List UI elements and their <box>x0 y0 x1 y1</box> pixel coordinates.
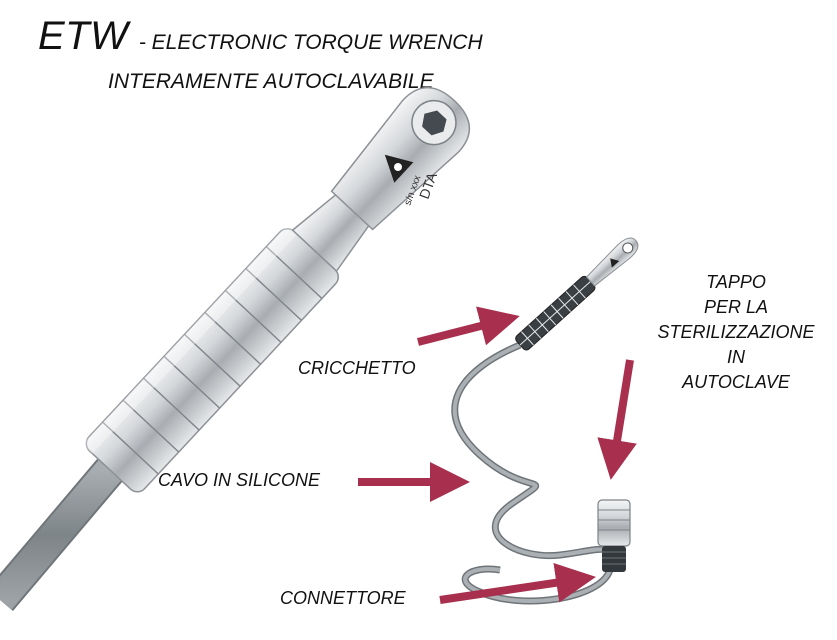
arrow-tappo <box>597 359 637 480</box>
large-cable <box>0 459 123 611</box>
small-cable <box>451 341 616 605</box>
label-cricchetto: CRICCHETTO <box>298 358 416 378</box>
tappo-line-2: PER LA <box>703 297 769 317</box>
large-wrench <box>82 87 471 493</box>
label-tappo: TAPPO PER LA STERILIZZAZIONE IN AUTOCLAV… <box>636 270 836 395</box>
arrows <box>358 306 637 604</box>
tappo-line-1: TAPPO <box>706 272 766 292</box>
title-line2: INTERAMENTE AUTOCLAVABILE <box>108 70 434 93</box>
tappo-line-3: STERILIZZAZIONE <box>657 322 815 342</box>
tappo-line-5: AUTOCLAVE <box>682 372 790 392</box>
page-title: ETW - ELECTRONIC TORQUE WRENCH <box>38 14 483 59</box>
arrow-cricchetto <box>417 306 520 346</box>
tappo-line-4: IN <box>727 347 745 367</box>
label-cavo: CAVO IN SILICONE <box>158 470 321 490</box>
title-acronym: ETW <box>38 14 129 58</box>
title-subtitle: - ELECTRONIC TORQUE WRENCH <box>138 31 483 54</box>
arrow-connettore <box>439 562 596 604</box>
connector <box>597 499 631 572</box>
small-wrench <box>515 237 639 351</box>
label-connettore: CONNETTORE <box>280 588 406 608</box>
